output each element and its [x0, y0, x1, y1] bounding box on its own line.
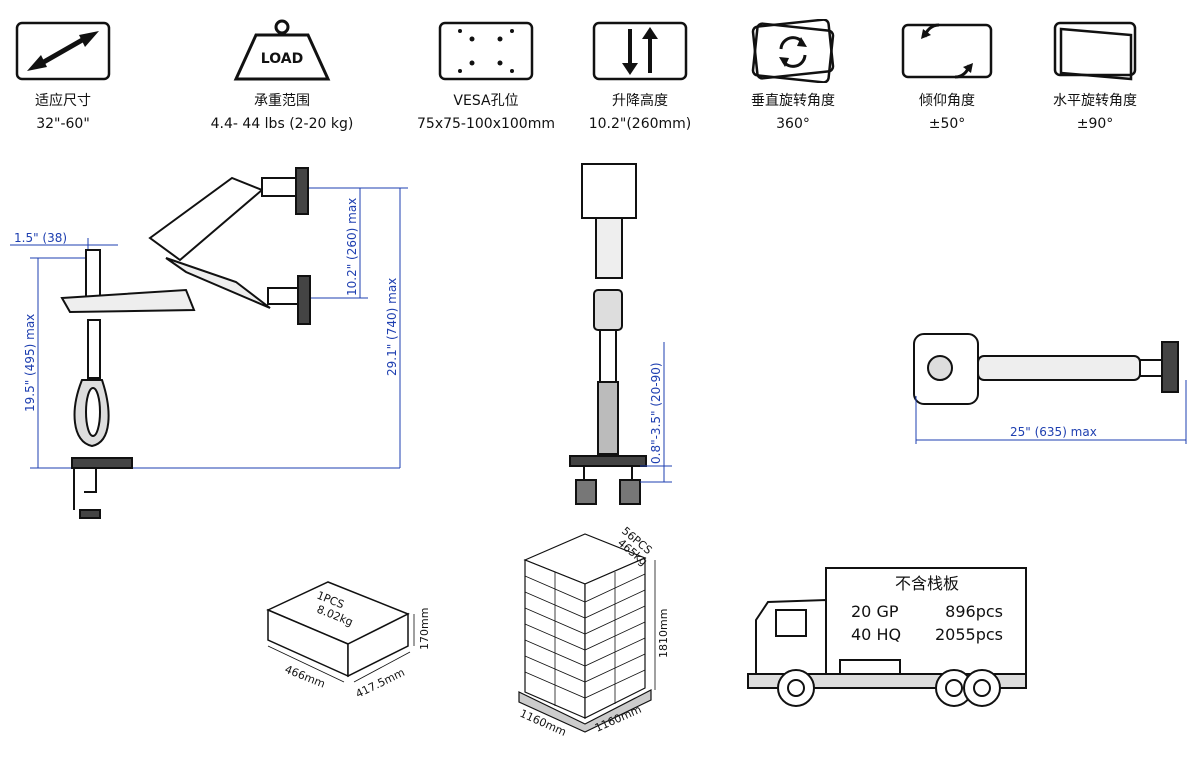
truck-drawing	[747, 567, 1027, 707]
spec-value: ±50°	[928, 116, 966, 132]
pallet-height-label: 1810mm	[657, 609, 670, 658]
container-type: 40 HQ	[851, 625, 902, 644]
rotation-icon	[718, 18, 868, 84]
offset-dim-label: 1.5" (38)	[14, 231, 67, 245]
load-label: LOAD	[261, 51, 303, 67]
total-height-dim-label: 29.1" (740) max	[385, 278, 399, 376]
container-type: 20 GP	[851, 602, 899, 621]
monitor-arm-side-drawing	[60, 167, 311, 519]
height-arrows-icon	[565, 18, 715, 84]
spec-label: 升降高度	[612, 93, 668, 109]
side-view-diagram: 1.5" (38) 10.2" (260) max 29.1" (740) ma…	[10, 167, 408, 519]
spec-label: 水平旋转角度	[1053, 93, 1137, 109]
lift-dim-label: 10.2" (260) max	[345, 198, 359, 296]
top-view-diagram: 25" (635) max	[913, 333, 1187, 444]
spec-value: 32"-60"	[36, 116, 90, 132]
spec-size: 适应尺寸 32"-60"	[0, 18, 138, 132]
monitor-arm-front-drawing	[569, 163, 647, 505]
load-weight-icon: LOAD	[207, 18, 357, 84]
carton-length-label: 466mm	[283, 663, 327, 691]
carton-diagram: 1PCS 8.02kg 466mm 417.5mm 170mm	[266, 581, 431, 701]
spec-load: LOAD 承重范围 4.4- 44 lbs (2-20 kg)	[207, 18, 357, 132]
spec-vesa: VESA孔位 75x75-100x100mm	[411, 18, 561, 132]
spec-value: ±90°	[1076, 116, 1114, 132]
spec-value: 360°	[776, 116, 810, 132]
spec-label: 倾仰角度	[919, 93, 975, 109]
carton-box-drawing	[266, 581, 410, 678]
truck-row: 20 GP 896pcs	[827, 602, 1027, 621]
swivel-icon	[1020, 18, 1170, 84]
spec-rotation: 垂直旋转角度 360°	[718, 18, 868, 132]
spec-label: VESA孔位	[453, 93, 519, 109]
vesa-plate-icon	[411, 18, 561, 84]
truck-row: 40 HQ 2055pcs	[827, 625, 1027, 644]
spec-value: 10.2"(260mm)	[588, 116, 692, 132]
spec-value: 75x75-100x100mm	[417, 116, 555, 132]
truck-title: 不含栈板	[894, 574, 959, 593]
spec-swivel: 水平旋转角度 ±90°	[1020, 18, 1170, 132]
pole-height-dim-label: 19.5" (495) max	[23, 314, 37, 412]
spec-value: 4.4- 44 lbs (2-20 kg)	[210, 116, 354, 132]
spec-tilt: 倾仰角度 ±50°	[872, 18, 1022, 132]
reach-dim-label: 25" (635) max	[1010, 425, 1097, 439]
container-qty: 2055pcs	[934, 625, 1003, 644]
tilt-icon	[872, 18, 1022, 84]
pallet-stack-drawing	[518, 533, 652, 733]
spec-height: 升降高度 10.2"(260mm)	[565, 18, 715, 132]
carton-height-label: 170mm	[418, 608, 431, 650]
size-arrows-icon	[0, 18, 138, 84]
monitor-arm-top-drawing	[913, 333, 1179, 405]
truck-capacity-box: 不含栈板 20 GP 896pcs 40 HQ 2055pcs	[827, 570, 1027, 644]
container-qty: 896pcs	[945, 602, 1003, 621]
front-view-diagram: 0.8"-3.5" (20-90)	[569, 163, 672, 505]
pallet-diagram: 56PCS 465kg 1810mm 1160mm 1160mm	[518, 524, 670, 739]
spec-label: 承重范围	[254, 93, 310, 109]
clamp-dim-label: 0.8"-3.5" (20-90)	[649, 362, 663, 464]
spec-label: 适应尺寸	[35, 93, 91, 109]
carton-width-label: 417.5mm	[354, 666, 407, 701]
spec-label: 垂直旋转角度	[751, 93, 835, 109]
